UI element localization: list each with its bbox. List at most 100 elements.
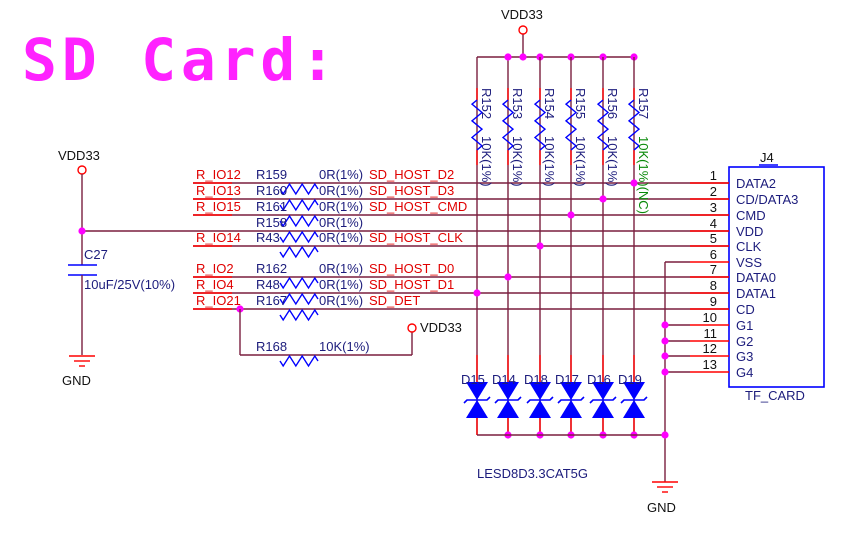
pin-name: CMD xyxy=(736,208,766,223)
net-label-host: SD_HOST_D1 xyxy=(369,277,454,292)
resistor-symbol xyxy=(279,292,319,306)
pin-number: 12 xyxy=(703,341,717,356)
resistor-value: 0R(1%) xyxy=(319,167,363,182)
pin-name: DATA0 xyxy=(736,270,776,285)
resistor-value: 0R(1%) xyxy=(319,183,363,198)
pin-number: 7 xyxy=(710,262,717,277)
resistor-value: 0R(1%) xyxy=(319,199,363,214)
resistor-ref: R158 xyxy=(256,215,287,230)
diode-ref: D14 xyxy=(492,372,516,387)
vdd-label: VDD33 xyxy=(501,7,543,22)
pullup-value: 10K(1%) xyxy=(510,136,525,187)
tvs-diode-icon xyxy=(497,382,519,400)
diode-ref: D19 xyxy=(618,372,642,387)
tvs-diode-icon xyxy=(497,400,519,418)
tvs-diode-bar xyxy=(557,396,585,404)
junction-dot xyxy=(661,431,669,439)
pullup-ref: R157 xyxy=(636,88,651,119)
tvs-diode-icon xyxy=(560,382,582,400)
pullup-value: 10K(1%) xyxy=(573,136,588,187)
junction-dot xyxy=(661,352,669,360)
connector-ref: J4 xyxy=(760,150,774,165)
resistor-ref: R162 xyxy=(256,261,287,276)
junction-dot xyxy=(519,53,527,61)
pullup-resistor-symbol xyxy=(470,99,484,151)
net-label-io: R_IO2 xyxy=(196,261,234,276)
net-label-io: R_IO13 xyxy=(196,183,241,198)
power-port-icon xyxy=(77,165,87,175)
resistor-symbol xyxy=(279,308,319,322)
resistor-value: 0R(1%) xyxy=(319,261,363,276)
net-label-io: R_IO21 xyxy=(196,293,241,308)
resistor-symbol xyxy=(279,276,319,290)
pullup-ref: R153 xyxy=(510,88,525,119)
junction-dot xyxy=(536,242,544,250)
pullup-value: 10K(1%) xyxy=(542,136,557,187)
junction-dot xyxy=(567,211,575,219)
resistor-symbol xyxy=(279,245,319,259)
pullup-resistor-symbol xyxy=(596,99,610,151)
pullup-ref: R155 xyxy=(573,88,588,119)
tvs-diode-icon xyxy=(466,382,488,400)
pullup-ref: R154 xyxy=(542,88,557,119)
tvs-diode-icon xyxy=(466,400,488,418)
junction-dot xyxy=(630,179,638,187)
pin-name: G1 xyxy=(736,318,753,333)
diode-part-number: LESD8D3.3CAT5G xyxy=(477,466,588,481)
pin-name: G3 xyxy=(736,349,753,364)
net-label-host: SD_HOST_D2 xyxy=(369,167,454,182)
pin-number: 11 xyxy=(704,326,718,341)
resistor-ref: R161 xyxy=(256,199,287,214)
tvs-diode-icon xyxy=(623,400,645,418)
pin-name: G4 xyxy=(736,365,753,380)
resistor-value: 0R(1%) xyxy=(319,293,363,308)
junction-dot xyxy=(661,321,669,329)
connector-body xyxy=(728,166,825,388)
pullup-resistor-symbol xyxy=(533,99,547,151)
resistor-value: 0R(1%) xyxy=(319,277,363,292)
pullup-resistor-symbol xyxy=(501,99,515,151)
tvs-diode-bar xyxy=(526,396,554,404)
pullup-value: 10K(1%)(NC) xyxy=(636,136,651,214)
tvs-diode-bar xyxy=(589,396,617,404)
resistor-ref: R48 xyxy=(256,277,280,292)
junction-dot xyxy=(473,289,481,297)
pin-number: 1 xyxy=(710,168,717,183)
net-label-host: SD_HOST_D3 xyxy=(369,183,454,198)
tvs-diode-icon xyxy=(592,400,614,418)
pin-number: 5 xyxy=(710,231,717,246)
connector-part: TF_CARD xyxy=(745,388,805,403)
vdd-label: VDD33 xyxy=(58,148,100,163)
resistor-symbol xyxy=(279,230,319,244)
resistor-ref: R167 xyxy=(256,293,287,308)
gnd-label: GND xyxy=(62,373,91,388)
net-label-io: R_IO15 xyxy=(196,199,241,214)
junction-dot xyxy=(504,53,512,61)
vdd-label: VDD33 xyxy=(420,320,462,335)
pin-number: 2 xyxy=(710,184,717,199)
resistor-ref: R159 xyxy=(256,167,287,182)
tvs-diode-icon xyxy=(529,400,551,418)
diode-ref: D15 xyxy=(461,372,485,387)
resistor-ref: R160 xyxy=(256,183,287,198)
junction-dot xyxy=(661,337,669,345)
tvs-diode-icon xyxy=(529,382,551,400)
junction-dot xyxy=(78,227,86,235)
tvs-diode-bar xyxy=(463,396,491,404)
resistor-value: 10K(1%) xyxy=(319,339,370,354)
junction-dot xyxy=(504,273,512,281)
schematic-title: SD Card: xyxy=(22,26,335,94)
net-label-host: SD_HOST_CMD xyxy=(369,199,467,214)
pullup-value: 10K(1%) xyxy=(479,136,494,187)
net-label-io: R_IO12 xyxy=(196,167,241,182)
resistor-value: 0R(1%) xyxy=(319,215,363,230)
tvs-diode-bar xyxy=(620,396,648,404)
pin-name: CLK xyxy=(736,239,762,254)
gnd-label: GND xyxy=(647,500,676,515)
pin-number: 4 xyxy=(710,216,717,231)
net-label-io: R_IO14 xyxy=(196,230,241,245)
pin-number: 3 xyxy=(710,200,717,215)
tvs-diode-icon xyxy=(560,400,582,418)
pullup-ref: R152 xyxy=(479,88,494,119)
